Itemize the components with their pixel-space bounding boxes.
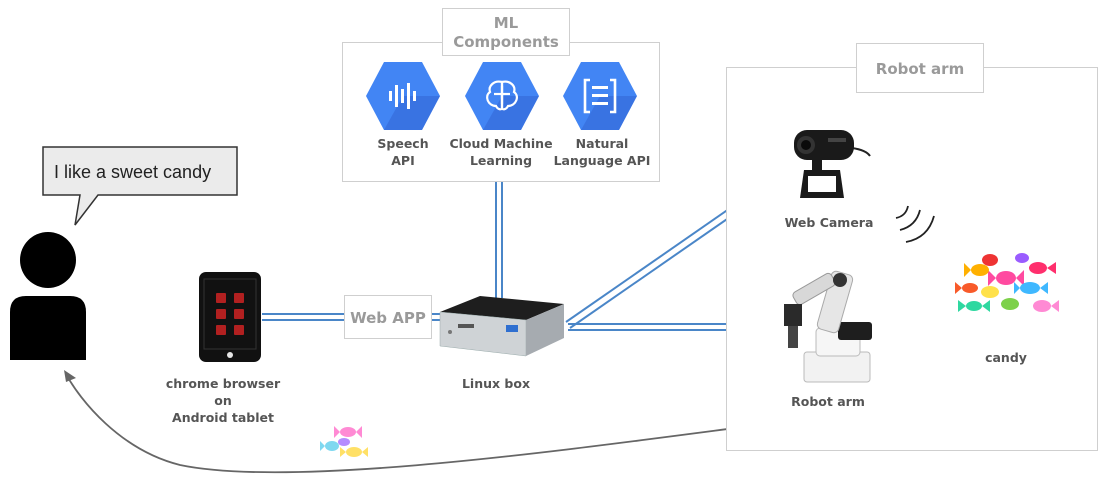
brain-icon	[465, 62, 539, 130]
robot-arm-icon	[784, 270, 872, 383]
robot-arm-group-box	[726, 67, 1098, 451]
linux-box-icon	[439, 296, 564, 357]
speech-api-label: Speech API	[377, 136, 429, 168]
web-camera-label: Web Camera	[784, 215, 874, 230]
document-brackets-icon	[563, 62, 637, 130]
sound-waves-icon	[895, 205, 935, 243]
web-app-box: Web APP	[344, 295, 432, 339]
speech-bubble	[42, 146, 238, 226]
speech-waveform-icon	[366, 62, 440, 130]
tablet-icon	[199, 272, 261, 362]
robot-arm-label: Robot arm	[791, 394, 865, 409]
cloud-ml-label: Cloud Machine Learning	[449, 136, 553, 168]
candy-pile-icon	[955, 253, 1059, 312]
robot-arm-group-title: Robot arm	[856, 43, 984, 93]
candy-label: candy	[985, 350, 1027, 365]
small-candies-icon	[320, 426, 368, 457]
ml-components-title: ML Components	[442, 8, 570, 56]
tablet-label: chrome browser on Android tablet	[165, 376, 281, 425]
person-icon	[10, 232, 86, 360]
natural-language-api-label: Natural Language API	[553, 136, 651, 168]
speech-bubble-text: I like a sweet candy	[54, 162, 212, 182]
linux-box-label: Linux box	[461, 376, 531, 391]
web-camera-icon	[794, 130, 871, 198]
